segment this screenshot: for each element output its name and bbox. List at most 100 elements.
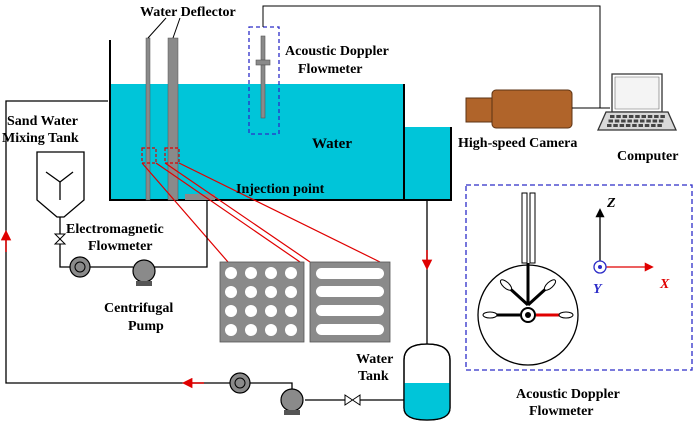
keyboard-key xyxy=(608,119,613,123)
zoom-line xyxy=(164,162,311,263)
adv-label-line1: Acoustic Doppler xyxy=(285,44,389,59)
flume-water-main xyxy=(110,84,404,200)
plate-hole xyxy=(265,267,277,279)
computer-icon xyxy=(596,73,678,131)
slot xyxy=(316,324,384,335)
flume-water-downstream xyxy=(404,127,451,200)
keyboard-key xyxy=(651,124,656,127)
inset-dashed-box xyxy=(465,184,693,371)
plate-hole xyxy=(225,305,237,317)
keyboard-key xyxy=(647,115,653,118)
plate-hole xyxy=(225,324,237,336)
sand-tank-label-line1: Sand Water xyxy=(7,114,78,129)
keyboard-key xyxy=(641,115,646,118)
plate-hole xyxy=(265,305,277,317)
em-flowmeter-label-line1: Electromagnetic xyxy=(66,222,164,237)
z-axis-label: Z xyxy=(606,196,616,211)
computer-label: Computer xyxy=(617,149,678,164)
keyboard-key xyxy=(607,124,612,127)
keyboard-key xyxy=(652,119,658,123)
plate-hole xyxy=(285,305,297,317)
labels: Water Deflector Acoustic Doppler Flowmet… xyxy=(2,5,678,419)
slot xyxy=(316,268,384,279)
camera-label: High-speed Camera xyxy=(458,136,577,151)
x-axis-label: X xyxy=(659,277,670,292)
deflector-thick-plate xyxy=(167,37,179,201)
keyboard-key xyxy=(640,119,645,123)
plate-hole xyxy=(245,305,257,317)
adv-label-line2: Flowmeter xyxy=(298,62,363,77)
pump-label-line1: Centrifugal xyxy=(104,301,173,316)
zoom-line xyxy=(141,162,229,263)
flow-arrows xyxy=(0,229,433,389)
plate-hole xyxy=(245,286,257,298)
slot-hole-plate xyxy=(309,261,391,343)
plate-hole xyxy=(225,267,237,279)
adv-inset xyxy=(465,184,693,371)
keyboard-key xyxy=(633,119,639,123)
circular-hole-plate xyxy=(219,261,305,343)
adv-dashed-box xyxy=(248,26,280,135)
inset-label-line2: Flowmeter xyxy=(529,404,594,419)
injection-nozzle xyxy=(185,194,215,200)
keyboard-key xyxy=(625,124,631,127)
zoom-line xyxy=(178,162,381,263)
plate-hole xyxy=(265,324,277,336)
water-tank-label-line1: Water xyxy=(356,352,393,367)
plate-hole xyxy=(285,286,297,298)
return-flowmeter-icon xyxy=(229,372,251,394)
water-label: Water xyxy=(312,136,352,152)
keyboard-key xyxy=(619,124,625,127)
plate-hole xyxy=(225,286,237,298)
keyboard-key xyxy=(658,119,664,123)
centrifugal-pump-icon xyxy=(132,259,156,286)
perforation-detail-box-1 xyxy=(141,147,157,164)
inset-label-line1: Acoustic Doppler xyxy=(516,387,620,402)
deflector-pointer-line xyxy=(147,17,167,39)
keyboard-key xyxy=(614,119,620,123)
flume xyxy=(109,40,452,201)
adv-cable xyxy=(262,5,601,108)
keyboard-key xyxy=(628,115,634,118)
plate-hole xyxy=(265,286,277,298)
keyboard-key xyxy=(635,115,640,118)
plate-hole xyxy=(285,324,297,336)
plate-hole xyxy=(245,267,257,279)
keyboard-key xyxy=(644,124,650,127)
adv-probe xyxy=(248,5,601,135)
keyboard-key xyxy=(613,124,618,127)
keyboard-key xyxy=(627,119,632,123)
water-deflector xyxy=(141,17,381,263)
valve-icon xyxy=(53,233,67,245)
sand-tank-label-line2: Mixing Tank xyxy=(2,131,79,146)
water-tank-label-line2: Tank xyxy=(358,369,389,384)
deflector-pointer-line xyxy=(172,17,181,39)
keyboard-key xyxy=(660,115,665,118)
perforation-detail-box-2 xyxy=(164,147,180,164)
water-tank xyxy=(403,343,451,421)
keyboard-key xyxy=(646,119,651,123)
deflector-thin-plate xyxy=(145,37,151,201)
keyboard-key xyxy=(654,115,659,118)
slot xyxy=(316,305,384,316)
electromagnetic-flowmeter-icon xyxy=(69,256,91,278)
high-speed-camera xyxy=(465,89,610,129)
zoom-line xyxy=(155,162,301,263)
plate-hole xyxy=(285,267,297,279)
y-axis-label: Y xyxy=(593,282,603,297)
slot xyxy=(316,286,384,297)
keyboard-key xyxy=(616,115,621,118)
keyboard-key xyxy=(632,124,637,127)
keyboard-key xyxy=(657,124,662,127)
injection-point-label: Injection point xyxy=(236,182,325,197)
keyboard-key xyxy=(621,119,626,123)
valve-icon xyxy=(344,394,361,406)
keyboard-key xyxy=(610,115,615,118)
plate-hole xyxy=(245,324,257,336)
keyboard-key xyxy=(622,115,628,118)
return-pump-icon xyxy=(270,382,304,415)
flume-walls xyxy=(109,40,452,201)
em-flowmeter-label-line2: Flowmeter xyxy=(88,239,153,254)
keyboard-key xyxy=(638,124,643,127)
